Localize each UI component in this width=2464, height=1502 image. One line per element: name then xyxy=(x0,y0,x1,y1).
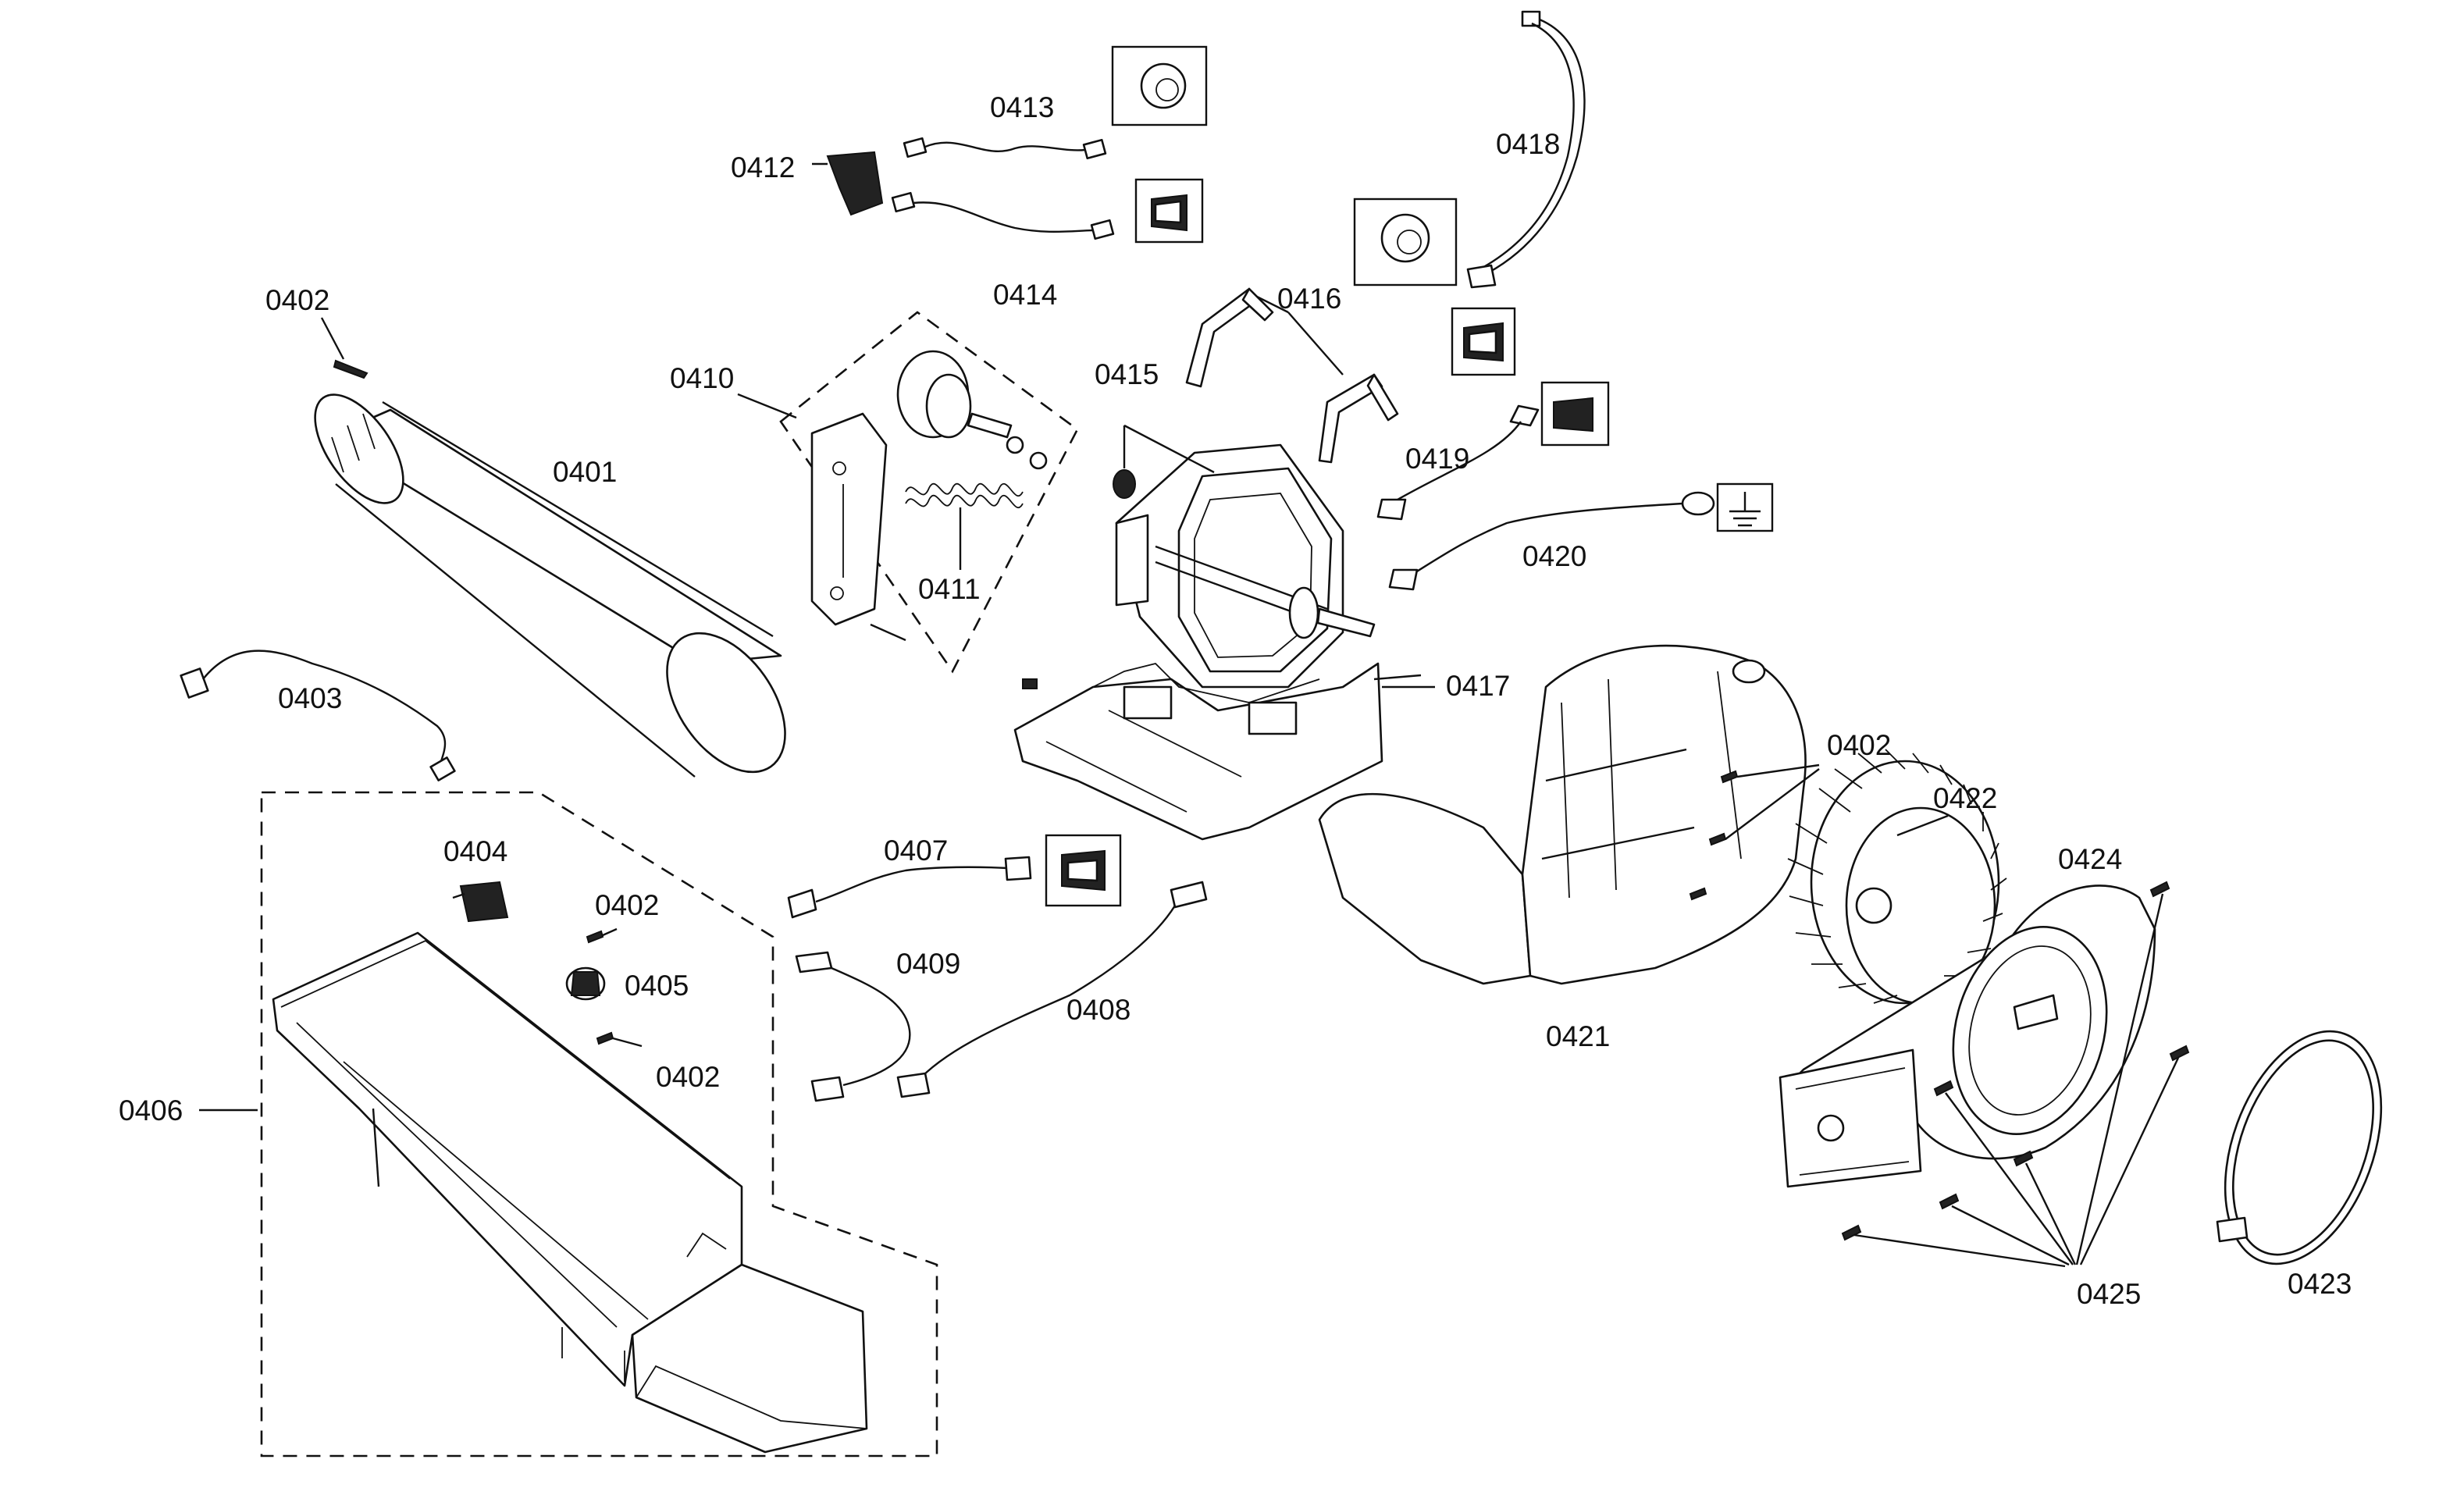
thermostat-inset-0413 xyxy=(1111,45,1208,126)
wire-0409 xyxy=(795,951,911,1102)
label-0414: 0414 xyxy=(993,279,1057,311)
fuse-inset-0414 xyxy=(1134,178,1204,244)
label-0416: 0416 xyxy=(1277,283,1341,315)
label-0402-heater-lower: 0402 xyxy=(656,1061,720,1093)
blower-wheel-0422 xyxy=(1787,749,2007,1005)
wire-0407 xyxy=(787,856,1032,919)
ground-symbol-inset xyxy=(1716,482,1774,532)
screws-0402-blower xyxy=(1689,763,1820,901)
screws-0402-heater xyxy=(586,927,643,1048)
label-0423: 0423 xyxy=(2288,1268,2352,1300)
label-0406: 0406 xyxy=(119,1094,183,1126)
leader-lines xyxy=(320,317,1949,837)
thermostat-0405 xyxy=(565,966,606,1001)
label-0403: 0403 xyxy=(278,682,342,714)
sensor-0412 xyxy=(812,151,884,216)
label-0402-heater-upper: 0402 xyxy=(595,889,659,921)
wire-0408 xyxy=(896,881,1208,1098)
wire-0414 xyxy=(891,191,1115,240)
label-0422: 0422 xyxy=(1933,782,1997,814)
motor-mount-0417 xyxy=(1013,662,1422,841)
label-0408: 0408 xyxy=(1066,994,1131,1026)
heater-assembly-0406 xyxy=(199,931,868,1454)
label-0415: 0415 xyxy=(1095,358,1159,390)
fuse-0404 xyxy=(452,881,509,923)
label-0421: 0421 xyxy=(1546,1020,1610,1052)
label-0411: 0411 xyxy=(918,573,981,605)
motor-clips-0416 xyxy=(1185,287,1399,464)
label-0407: 0407 xyxy=(884,835,948,867)
label-0417: 0417 xyxy=(1446,670,1510,702)
label-0413: 0413 xyxy=(990,91,1054,123)
wire-0419 xyxy=(1376,404,1540,521)
label-0419: 0419 xyxy=(1405,443,1469,475)
label-0420: 0420 xyxy=(1522,540,1586,572)
blower-housing-0421 xyxy=(1318,644,1807,985)
label-0409: 0409 xyxy=(896,948,960,980)
wire-harness-0403 xyxy=(180,650,456,781)
label-0404: 0404 xyxy=(443,835,507,867)
label-0410: 0410 xyxy=(670,362,734,394)
relay-inset-0419 xyxy=(1540,381,1610,447)
label-0402-blower: 0402 xyxy=(1827,729,1891,761)
label-0412: 0412 xyxy=(731,151,795,183)
relay-inset-0407 xyxy=(1045,834,1122,907)
fuse-inset-0419 xyxy=(1451,307,1516,376)
screws-0425 xyxy=(1841,881,2190,1268)
label-0418: 0418 xyxy=(1496,128,1560,160)
label-0401: 0401 xyxy=(553,456,617,488)
wire-0413 xyxy=(903,137,1107,160)
thermostat-inset-0418 xyxy=(1353,198,1458,287)
label-0402-top: 0402 xyxy=(265,284,329,316)
wire-harness-0418 xyxy=(1466,10,1586,289)
duct-cylinder xyxy=(314,393,786,778)
label-0425: 0425 xyxy=(2077,1278,2141,1310)
drive-belt-0423 xyxy=(2216,1030,2383,1265)
spring-0411 xyxy=(905,482,1024,570)
label-0424: 0424 xyxy=(2058,843,2122,875)
blower-cover-0424 xyxy=(1779,884,2156,1188)
ground-wire-0420 xyxy=(1388,491,1715,591)
screw-0402-top xyxy=(333,359,369,379)
label-0405: 0405 xyxy=(625,970,689,1002)
motor-pulley-bracket-0410 xyxy=(810,350,1048,642)
drive-motor-0415 xyxy=(1113,424,1376,689)
